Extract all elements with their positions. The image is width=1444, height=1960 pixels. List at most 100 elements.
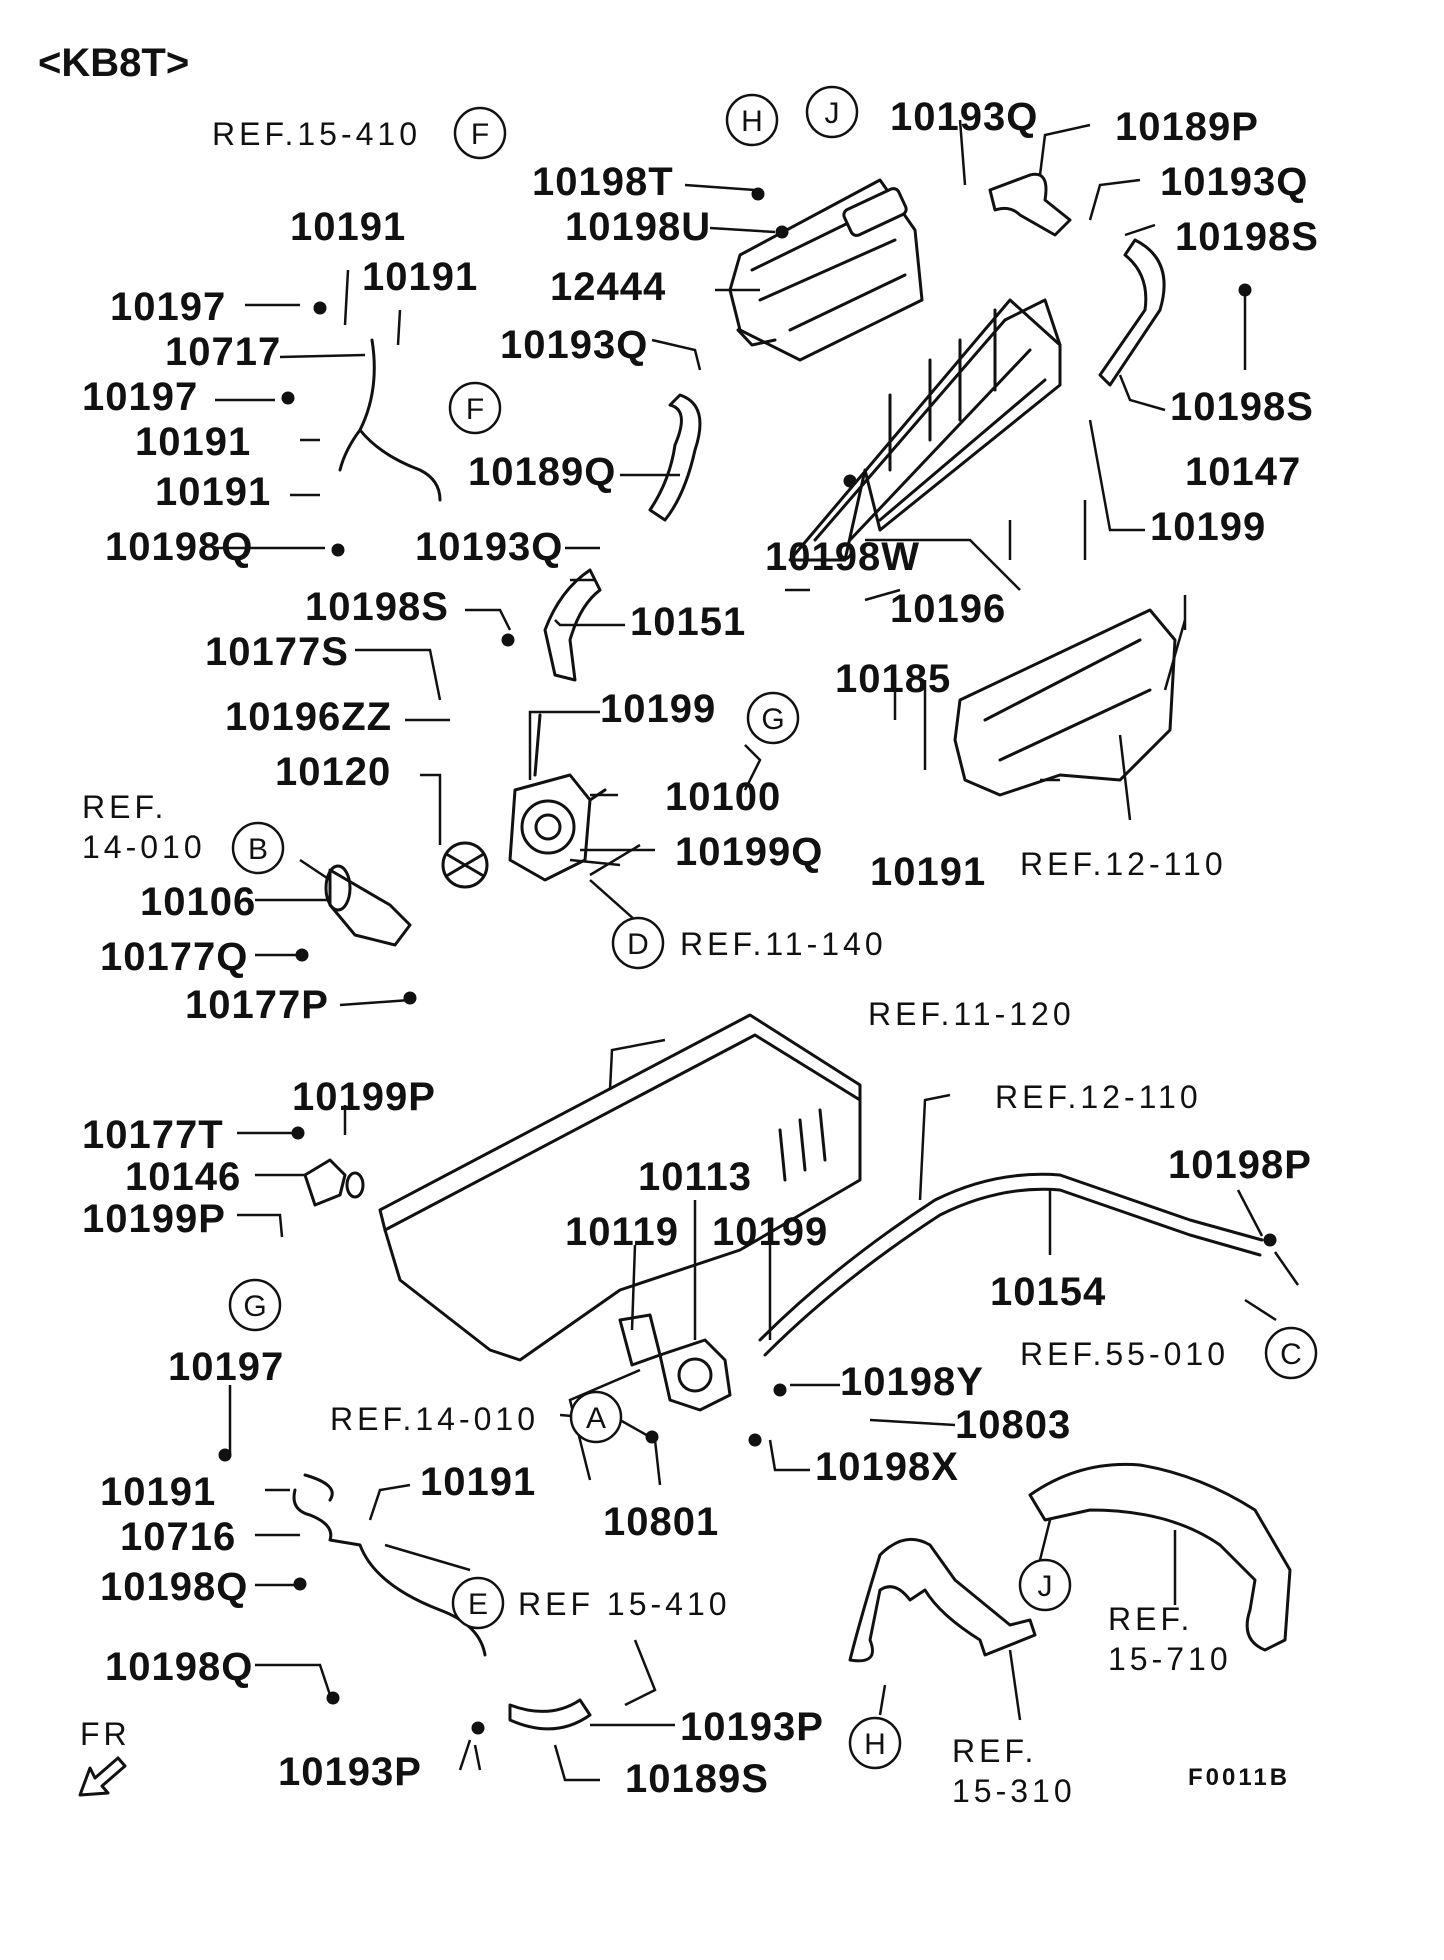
label-10189q: 10189Q (468, 450, 616, 494)
label-10191: 10191 (135, 420, 251, 464)
label-10198s: 10198S (1175, 215, 1319, 259)
water-inlet-fitting-10106 (324, 864, 412, 947)
ref-11-140: REF.11-140 (680, 926, 887, 962)
label-10198u: 10198U (565, 205, 711, 249)
svg-text:A: A (586, 1402, 606, 1435)
callout-g-bottom: G (228, 1278, 282, 1332)
hose-10189q (648, 393, 702, 522)
callout-d: D (611, 916, 665, 970)
svg-text:J: J (1038, 1570, 1053, 1603)
callout-h-top: H (725, 93, 779, 147)
svg-text:J: J (825, 97, 840, 130)
callout-c: C (1264, 1326, 1318, 1380)
label-10199p: 10199P (82, 1197, 226, 1241)
hose-10151 (543, 568, 602, 682)
ref-15-310-line2: 15-310 (952, 1773, 1076, 1809)
label-10119: 10119 (565, 1210, 679, 1254)
fitting-10146 (303, 1158, 365, 1207)
label-10191: 10191 (870, 850, 986, 894)
part-number-labels: 10193Q 10189P 10198T 10193Q 10191 10198U… (82, 95, 1319, 1801)
label-10198q: 10198Q (100, 1565, 248, 1609)
thermostat-housing (508, 713, 607, 882)
front-direction-indicator: FR (78, 1716, 131, 1797)
ref-15-710-line1: REF. (1108, 1601, 1193, 1637)
label-10197: 10197 (82, 375, 198, 419)
water-outlet-fitting (788, 298, 1062, 562)
label-10177s: 10177S (205, 630, 349, 674)
label-10199: 10199 (1150, 505, 1266, 549)
label-10717: 10717 (165, 330, 281, 374)
label-10198s: 10198S (1170, 385, 1314, 429)
svg-text:H: H (864, 1728, 886, 1761)
label-10189s: 10189S (625, 1757, 769, 1801)
ref-15-710-line2: 15-710 (1108, 1641, 1232, 1677)
label-10191: 10191 (362, 255, 478, 299)
label-10198t: 10198T (532, 160, 674, 204)
label-10196zz: 10196ZZ (225, 695, 392, 739)
svg-text:F: F (471, 118, 489, 151)
svg-text:B: B (248, 833, 268, 866)
label-10199: 10199 (712, 1210, 828, 1254)
hose-assembly-h (848, 1537, 1037, 1663)
callout-b: B (231, 821, 285, 875)
pipe-10154 (758, 1172, 1264, 1357)
label-10154: 10154 (990, 1270, 1106, 1314)
label-10197: 10197 (110, 285, 226, 329)
label-10191: 10191 (155, 470, 271, 514)
label-10185: 10185 (835, 657, 951, 701)
label-10199p: 10199P (292, 1075, 436, 1119)
front-label: FR (80, 1716, 131, 1752)
svg-text:G: G (243, 1290, 266, 1323)
callout-f-mid: F (448, 381, 502, 435)
label-10803: 10803 (955, 1403, 1071, 1447)
label-10193q: 10193Q (500, 323, 648, 367)
front-arrow-icon (78, 1756, 127, 1797)
ref-14-010-mid: REF.14-010 (330, 1401, 539, 1437)
label-10193q: 10193Q (1160, 160, 1308, 204)
svg-text:C: C (1280, 1338, 1302, 1371)
label-10196: 10196 (890, 587, 1006, 631)
callout-e: E (451, 1576, 505, 1630)
label-10198q: 10198Q (105, 1645, 253, 1689)
engine-block (378, 1013, 862, 1362)
ref-15-310-line1: REF. (952, 1733, 1037, 1769)
callout-a: A (569, 1390, 623, 1444)
label-10193p: 10193P (278, 1750, 422, 1794)
label-12444: 12444 (550, 265, 666, 309)
label-10151: 10151 (630, 600, 746, 644)
coolant-reservoir-tank (728, 178, 924, 362)
label-10177q: 10177Q (100, 935, 248, 979)
reference-labels: REF.15-410 REF. 14-010 REF.12-110 REF.11… (82, 116, 1232, 1809)
callout-j-top: J (805, 85, 859, 139)
svg-text:D: D (627, 928, 649, 961)
label-10801: 10801 (603, 1500, 719, 1544)
ref-15-410-top: REF.15-410 (212, 116, 421, 152)
label-10198y: 10198Y (840, 1360, 984, 1404)
label-10198p: 10198P (1168, 1143, 1312, 1187)
hose-10189s (508, 1698, 592, 1731)
ref-14-010-top-line2: 14-010 (82, 829, 206, 865)
thermostat-10120 (441, 841, 489, 889)
label-10146: 10146 (125, 1155, 241, 1199)
callout-h-bottom: H (848, 1716, 902, 1770)
label-10100: 10100 (665, 775, 781, 819)
svg-text:G: G (761, 703, 784, 736)
label-10198s: 10198S (305, 585, 449, 629)
figure-code: F0011B (1188, 1764, 1290, 1791)
callout-j-bottom: J (1018, 1558, 1072, 1612)
ref-12-110-mid: REF.12-110 (995, 1079, 1202, 1115)
callout-g-top: G (746, 691, 800, 745)
label-10177t: 10177T (82, 1113, 224, 1157)
label-10147: 10147 (1185, 450, 1301, 494)
ref-14-010-top-line1: REF. (82, 789, 167, 825)
label-10191: 10191 (100, 1470, 216, 1514)
hose-10189p (988, 172, 1072, 237)
ref-12-110-top: REF.12-110 (1020, 846, 1227, 882)
cylinder-head-outline (953, 608, 1177, 797)
label-10189p: 10189P (1115, 105, 1259, 149)
callout-f-top: F (453, 106, 507, 160)
ref-11-120: REF.11-120 (868, 996, 1075, 1032)
label-10198x: 10198X (815, 1445, 959, 1489)
leader-lines (212, 119, 1300, 1782)
